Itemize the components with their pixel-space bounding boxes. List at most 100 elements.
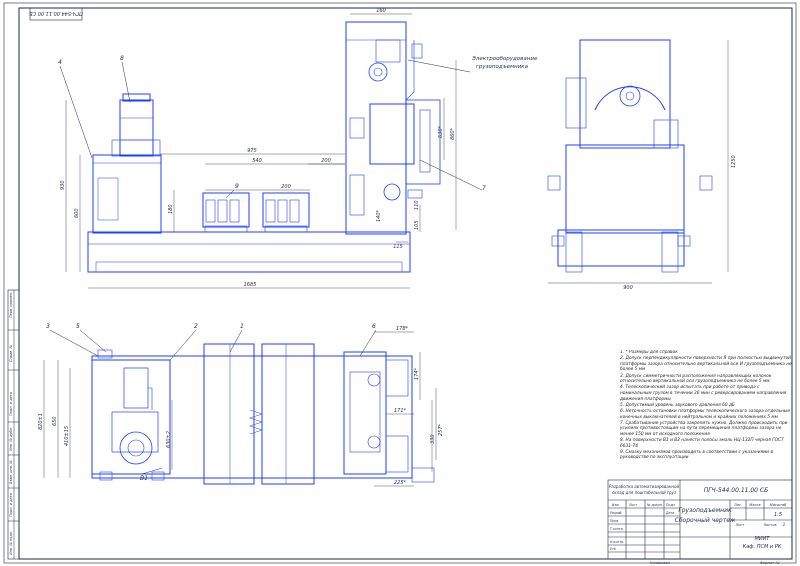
dim-330: 330 xyxy=(430,434,436,444)
plan-platform-1 xyxy=(203,343,255,485)
note-3: 3. Допуск симметричности расположения на… xyxy=(620,373,772,385)
title-format: Формат А1 xyxy=(760,561,780,565)
callout-5: 5 xyxy=(76,323,80,330)
title-name-2: Сборочный чертеж xyxy=(675,517,736,524)
dim-110: 110 xyxy=(414,200,420,210)
electro-label-2: грузоподъемника xyxy=(476,64,529,70)
title-org-1: МИИТ xyxy=(755,536,771,542)
dim-140: 140* xyxy=(376,209,382,222)
dim-1250: 1250 xyxy=(731,155,737,168)
title-top-left-2: склад для поштабельной груз xyxy=(612,490,676,495)
plan-view-callout-texts: 3 5 2 1 6 B1 xyxy=(46,323,376,482)
dim-105: 105 xyxy=(414,220,420,230)
front-view-callout-texts: 4 8 9 7 Электрооборудование грузоподъемн… xyxy=(58,55,538,192)
callout-4: 4 xyxy=(58,59,62,66)
title-code: ПГЧ-544.00.11.00 СБ xyxy=(704,487,768,494)
dim-171: 171* xyxy=(394,408,407,414)
plan-view-callouts xyxy=(49,329,377,475)
dim-180: 180 xyxy=(168,204,174,214)
plan-view xyxy=(91,343,435,485)
title-scale-label: Масштаб xyxy=(770,503,787,507)
margin-podp-data-2: Подп. и дата xyxy=(9,493,13,517)
margin-perv-primen: Перв. примен. xyxy=(9,292,13,318)
front-view-dimensions xyxy=(65,13,457,289)
drawing-frame xyxy=(3,2,797,564)
title-sheets-label: Листов xyxy=(762,523,776,527)
callout-1: 1 xyxy=(240,323,244,330)
front-drive-housing xyxy=(92,154,162,234)
callout-b1: B1 xyxy=(140,475,148,482)
note-9: 9. Смазку механизмов производить в соотв… xyxy=(620,449,774,461)
plan-drive-block xyxy=(91,359,171,475)
title-top-left-1: Разработка автоматизированной xyxy=(609,484,680,489)
title-sheet-label: Лист xyxy=(735,523,746,527)
electro-label-1: Электрооборудование xyxy=(471,56,538,62)
plan-wheel xyxy=(119,431,153,465)
note-2: 2. Допуск перпендикулярности поверхности… xyxy=(620,356,792,373)
dim-200-b: 200 xyxy=(281,184,291,190)
plan-view-dimension-texts: 178* 171* 225* 820±1 650 410±15 630±2 17… xyxy=(38,326,444,486)
side-body xyxy=(565,144,685,234)
front-view-callouts xyxy=(59,59,483,199)
front-view xyxy=(87,21,441,273)
title-row-razrab: Разраб. xyxy=(610,511,623,515)
dim-930: 930 xyxy=(60,180,66,190)
callout-3: 3 xyxy=(46,323,50,330)
dim-900: 900 xyxy=(623,285,633,291)
title-copied: Копировал xyxy=(650,561,671,565)
note-8: 8. На поверхности В1 и В2 нанести полосы… xyxy=(620,438,784,449)
dim-975: 975 xyxy=(247,148,257,154)
margin-inv-podl: Инв. № подл. xyxy=(9,531,13,555)
dim-1685: 1685 xyxy=(244,282,257,288)
title-sheets: 1 xyxy=(783,522,786,527)
plan-column xyxy=(343,351,387,475)
dim-540: 540 xyxy=(252,158,262,164)
title-row-tkontr: Т.контр. xyxy=(610,527,624,531)
plan-base xyxy=(91,355,413,479)
note-5: 5. Допустимый уровень звукового давления… xyxy=(620,402,735,408)
title-row-izm: Изм. xyxy=(612,503,620,507)
front-carriage-2 xyxy=(262,192,310,233)
dim-160: 160 xyxy=(376,8,386,14)
side-view xyxy=(547,39,713,273)
side-base xyxy=(557,229,685,267)
dim-257: 257* xyxy=(438,423,444,436)
dim-115: 115 xyxy=(393,244,403,250)
title-row-list: Лист xyxy=(628,503,637,507)
margin-podp-data-1: Подп. и дата xyxy=(9,392,13,416)
title-block-texts: Разработка автоматизированной склад для … xyxy=(609,484,787,565)
side-view-dimensions xyxy=(548,40,729,284)
plan-view-dimensions xyxy=(43,331,437,487)
callout-9: 9 xyxy=(235,183,239,190)
title-row-utv: Утв. xyxy=(610,547,617,551)
margin-vzam: Взам. инв. № xyxy=(9,460,13,484)
title-lit-label: Лит. xyxy=(733,503,742,507)
title-row-doc: № докум. xyxy=(646,503,663,507)
front-motor xyxy=(119,99,154,157)
dim-630: 630* xyxy=(438,125,444,138)
front-electro-box xyxy=(369,103,415,165)
title-org-2: Каф. ПСМ и РК xyxy=(743,544,782,550)
callout-8: 8 xyxy=(120,55,124,62)
note-1: 1. * Размеры для справок xyxy=(620,350,678,355)
dim-650: 650 xyxy=(52,416,58,426)
callout-2: 2 xyxy=(194,323,198,330)
note-6: 6. Неточность остановки платформы телеск… xyxy=(620,408,790,420)
dim-200-a: 200 xyxy=(321,158,331,164)
front-base-frame xyxy=(87,231,411,273)
dim-860: 860* xyxy=(450,127,456,140)
front-carriage-1 xyxy=(202,192,250,233)
technical-notes: 1. * Размеры для справок 2. Допуск перпе… xyxy=(620,350,792,478)
plan-platform-2 xyxy=(261,343,315,485)
callout-7: 7 xyxy=(482,185,486,192)
front-view-dimension-texts: 975 540 200 200 160 1685 930 600 180 630… xyxy=(60,8,456,288)
title-scale: 1:5 xyxy=(774,512,782,518)
dim-820: 820±1 xyxy=(38,413,44,430)
dim-174: 174* xyxy=(414,367,420,380)
note-4: 4. Телескопический зазор испытать при ра… xyxy=(620,385,787,402)
dim-225: 225* xyxy=(394,480,407,486)
callout-6: 6 xyxy=(372,323,376,330)
side-wheel xyxy=(619,85,641,107)
title-mass-label: Масса xyxy=(749,503,760,507)
